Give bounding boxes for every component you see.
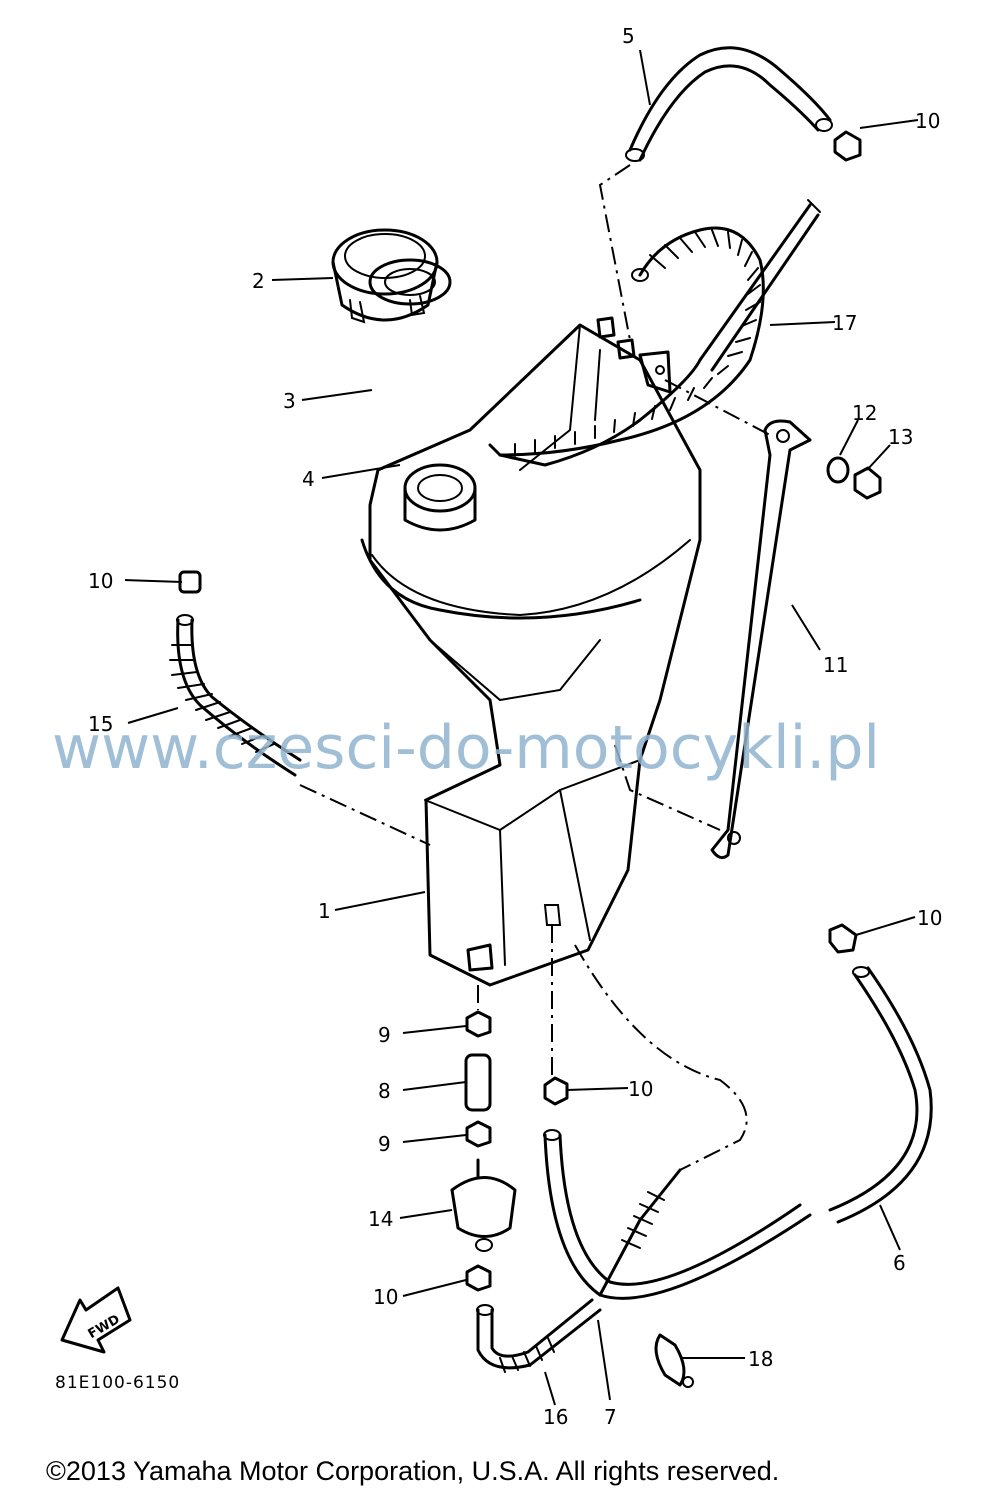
callout-10-right: 10: [917, 906, 942, 930]
overflow-hose-right: [828, 923, 933, 1224]
clip-upper-right: [833, 130, 862, 162]
hose-clamp-18: [654, 1333, 694, 1388]
assembly-lines: [299, 164, 771, 1171]
callout-3: 3: [283, 389, 296, 413]
callout-10-middle: 10: [628, 1077, 653, 1101]
callout-5: 5: [622, 24, 635, 48]
forward-arrow-icon: FWD: [60, 1286, 132, 1354]
breather-hose-spiral: [498, 199, 821, 457]
callout-9-upper: 9: [378, 1023, 391, 1047]
tank-stay: [710, 419, 812, 860]
callout-4: 4: [302, 467, 315, 491]
diagram-code: 81E100-6150: [55, 1373, 180, 1393]
callout-18: 18: [748, 1347, 773, 1371]
callout-2: 2: [252, 269, 265, 293]
callout-1: 1: [318, 899, 331, 923]
cap-gasket: [368, 258, 452, 306]
callout-numbers: 5 10 2 3 4 17 12 13 10 11 15 1 10 9 8 10…: [88, 24, 942, 1429]
callout-13: 13: [888, 425, 913, 449]
leader-lines: [124, 49, 919, 1406]
breather-hose-upper: [625, 46, 833, 162]
filter-assembly: [450, 1010, 569, 1292]
oil-tank: [360, 316, 702, 987]
callout-14: 14: [368, 1207, 393, 1231]
callout-10-bottom: 10: [373, 1285, 398, 1309]
callout-16: 16: [543, 1405, 568, 1429]
watermark: www.czesci-do-motocykli.pl: [52, 713, 880, 783]
callout-6: 6: [893, 1251, 906, 1275]
callout-7: 7: [604, 1405, 617, 1429]
callout-10-left: 10: [88, 569, 113, 593]
callout-10-top: 10: [915, 109, 940, 133]
copyright: ©2013 Yamaha Motor Corporation, U.S.A. A…: [46, 1456, 779, 1486]
callout-12: 12: [852, 401, 877, 425]
callout-15: 15: [88, 712, 113, 736]
tank-cap: [331, 228, 439, 324]
drain-hose-spiral: [169, 570, 302, 777]
lower-hoses: [476, 1129, 812, 1373]
callout-8: 8: [378, 1079, 391, 1103]
callout-9-lower: 9: [378, 1132, 391, 1156]
callout-11: 11: [823, 653, 848, 677]
callout-17: 17: [832, 311, 857, 335]
